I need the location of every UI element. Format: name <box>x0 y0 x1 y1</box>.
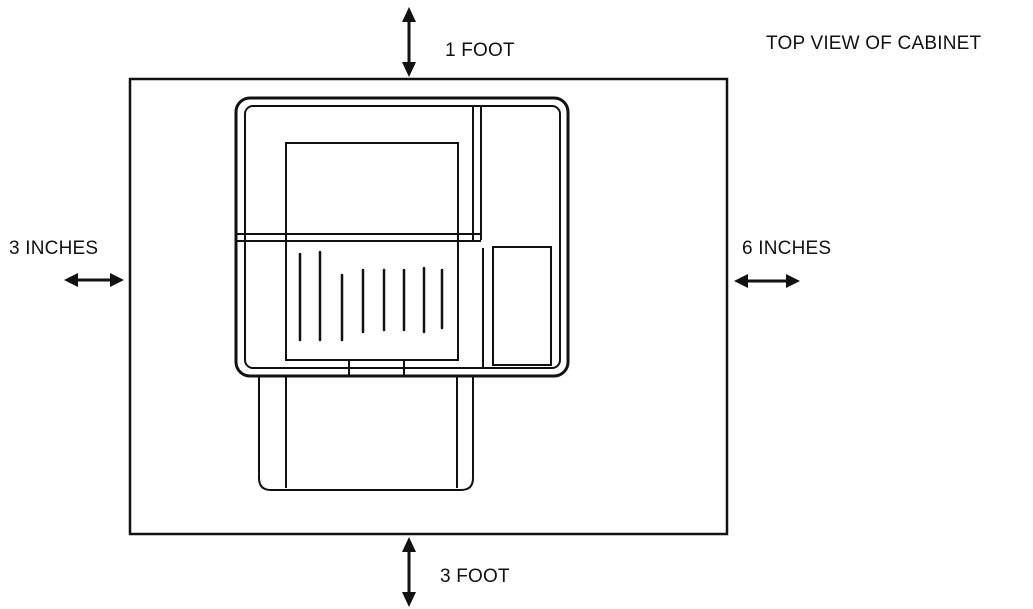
top-clearance-arrow <box>402 7 416 77</box>
left-clearance-label: 3 INCHES <box>9 238 99 259</box>
left-clearance-arrow <box>64 273 124 287</box>
paper-tray <box>258 377 474 491</box>
cabinet-outline <box>128 77 729 536</box>
right-clearance-label: 6 INCHES <box>742 238 832 259</box>
vent-slots <box>298 250 444 342</box>
top-clearance-label: 1 FOOT <box>445 40 515 61</box>
bottom-clearance-arrow <box>402 537 416 607</box>
paper-window <box>285 142 459 361</box>
printer-body-inner <box>244 105 561 369</box>
bottom-clearance-label: 3 FOOT <box>440 566 510 587</box>
control-panel <box>492 246 552 366</box>
printer-top-view <box>234 96 570 491</box>
printer-body-outer <box>234 96 570 378</box>
right-clearance-arrow <box>734 274 800 288</box>
diagram-title: TOP VIEW OF CABINET <box>766 33 982 54</box>
